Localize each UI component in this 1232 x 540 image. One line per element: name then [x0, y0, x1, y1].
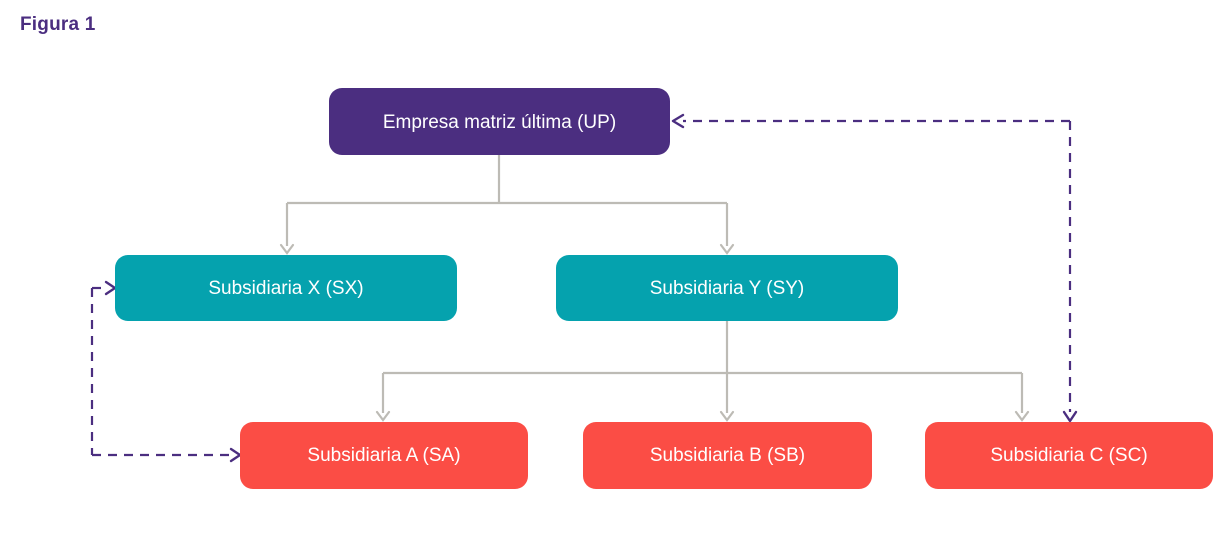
- arrowhead-right-sa: [229, 447, 242, 463]
- node-sy-box[interactable]: [556, 255, 898, 321]
- node-sx-box[interactable]: [115, 255, 457, 321]
- node-sb[interactable]: Subsidiaria B (SB): [583, 422, 872, 489]
- connector-sy-to-subsidiaries: [381, 321, 1024, 413]
- arrowhead-down-sb: [719, 410, 735, 422]
- node-sa-label: Subsidiaria A (SA): [307, 445, 460, 466]
- node-sb-box[interactable]: [583, 422, 872, 489]
- node-sa-box[interactable]: [240, 422, 528, 489]
- dashed-connectors-group: [90, 119, 1072, 457]
- arrowhead-down-sy: [719, 243, 735, 255]
- node-sx-label: Subsidiaria X (SX): [208, 278, 363, 299]
- node-sy-label: Subsidiaria Y (SY): [650, 278, 805, 299]
- arrowhead-down-sa: [375, 410, 391, 422]
- node-sc[interactable]: Subsidiaria C (SC): [925, 422, 1213, 489]
- node-sc-label: Subsidiaria C (SC): [990, 445, 1147, 466]
- arrowhead-right-sx: [104, 280, 117, 296]
- solid-connectors-group: [285, 155, 1024, 413]
- page-title: Figura 1: [20, 14, 96, 35]
- node-up[interactable]: Empresa matriz última (UP): [329, 88, 670, 155]
- arrowhead-down-sx: [279, 243, 295, 255]
- node-sy[interactable]: Subsidiaria Y (SY): [556, 255, 898, 321]
- connector-up-to-subsidiaries: [285, 155, 729, 246]
- solid-arrowheads-group: [279, 243, 1030, 422]
- node-up-label: Empresa matriz última (UP): [383, 112, 616, 133]
- arrowhead-left-up: [671, 113, 685, 129]
- node-sa[interactable]: Subsidiaria A (SA): [240, 422, 528, 489]
- arrowhead-down-sc-dashed: [1062, 410, 1078, 423]
- node-up-box[interactable]: [329, 88, 670, 155]
- node-sc-box[interactable]: [925, 422, 1213, 489]
- arrowhead-down-sc: [1014, 410, 1030, 422]
- node-sx[interactable]: Subsidiaria X (SX): [115, 255, 457, 321]
- node-sb-label: Subsidiaria B (SB): [650, 445, 805, 466]
